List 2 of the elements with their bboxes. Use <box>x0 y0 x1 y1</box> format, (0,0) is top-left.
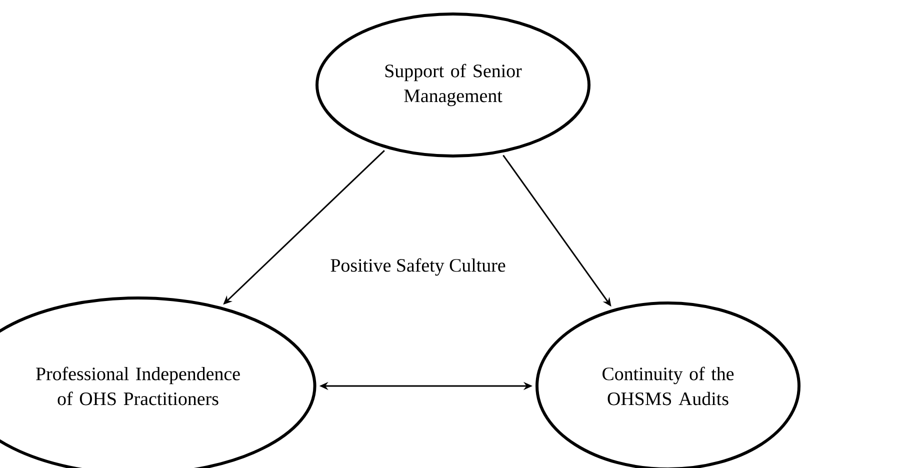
center-label: Positive Safety Culture <box>330 258 506 276</box>
ellipse-node: Support of Senior Management <box>316 12 590 158</box>
